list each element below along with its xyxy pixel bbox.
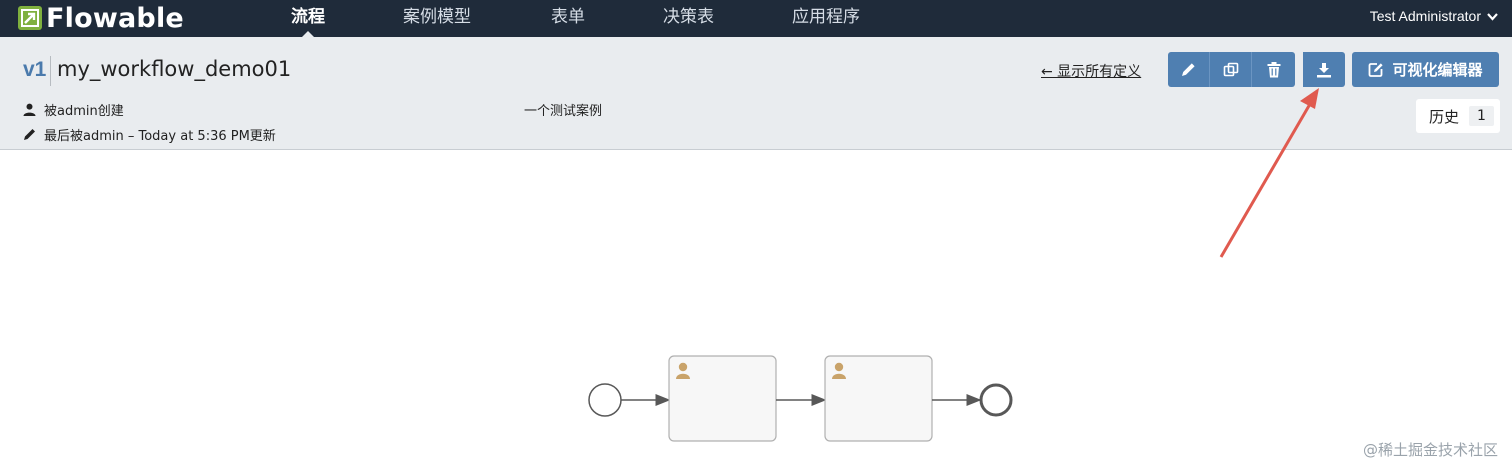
bpmn-diagram bbox=[588, 355, 1013, 442]
model-header: v1 my_workflow_demo01 被admin创建 最后被admin … bbox=[0, 37, 1512, 150]
edit-square-icon bbox=[1369, 62, 1384, 77]
history-count-badge: 1 bbox=[1469, 106, 1494, 126]
process-diagram-canvas: @稀土掘金技术社区 bbox=[0, 151, 1512, 471]
updated-by-row: 最后被admin – Today at 5:36 PM更新 bbox=[23, 125, 276, 144]
nav-item-processes[interactable]: 流程 bbox=[291, 0, 325, 38]
visual-editor-button[interactable]: 可视化编辑器 bbox=[1352, 52, 1499, 87]
edit-button[interactable] bbox=[1168, 52, 1210, 87]
user-task-icon bbox=[676, 362, 690, 379]
user-task[interactable] bbox=[668, 355, 777, 442]
updated-by-text: 最后被admin – Today at 5:36 PM更新 bbox=[44, 129, 276, 144]
user-name: Test Administrator bbox=[1369, 8, 1481, 24]
nav-item-label: 决策表 bbox=[663, 7, 714, 27]
history-button[interactable]: 历史 1 bbox=[1416, 99, 1500, 133]
model-title: my_workflow_demo01 bbox=[57, 57, 292, 81]
chevron-down-icon bbox=[1487, 12, 1498, 21]
nav-item-decision-tables[interactable]: 决策表 bbox=[663, 0, 714, 37]
model-description: 一个测试案例 bbox=[524, 104, 603, 119]
nav-item-case-models[interactable]: 案例模型 bbox=[403, 0, 471, 37]
nav-item-forms[interactable]: 表单 bbox=[551, 0, 585, 37]
nav-item-apps[interactable]: 应用程序 bbox=[792, 0, 860, 37]
user-task[interactable] bbox=[824, 355, 933, 442]
visual-editor-label: 可视化编辑器 bbox=[1392, 61, 1483, 79]
version-divider bbox=[50, 56, 51, 86]
copy-icon bbox=[1223, 62, 1238, 76]
delete-button[interactable] bbox=[1252, 52, 1295, 87]
pencil-icon bbox=[1182, 63, 1195, 76]
download-button-group bbox=[1303, 52, 1345, 87]
history-label: 历史 bbox=[1429, 107, 1460, 126]
download-button[interactable] bbox=[1303, 52, 1345, 87]
created-by-row: 被admin创建 bbox=[23, 100, 124, 119]
active-caret-icon bbox=[301, 31, 315, 38]
flowable-logo-icon bbox=[18, 6, 42, 30]
user-menu[interactable]: Test Administrator bbox=[1370, 0, 1498, 33]
watermark-text: @稀土掘金技术社区 bbox=[1362, 441, 1498, 459]
brand[interactable]: Flowable bbox=[18, 2, 184, 34]
show-all-definitions-link[interactable]: ← 显示所有定义 bbox=[1041, 64, 1142, 80]
brand-name: Flowable bbox=[46, 2, 184, 34]
download-icon bbox=[1317, 62, 1331, 77]
nav-item-label: 案例模型 bbox=[403, 7, 471, 27]
trash-icon bbox=[1267, 61, 1280, 77]
top-navbar: Flowable 流程 案例模型 表单 决策表 应用程序 Test Admini… bbox=[0, 0, 1512, 38]
user-icon bbox=[23, 103, 36, 116]
version-badge: v1 bbox=[23, 58, 47, 81]
nav-item-label: 表单 bbox=[551, 7, 585, 27]
pencil-icon bbox=[24, 129, 35, 140]
nav-item-label: 应用程序 bbox=[792, 7, 860, 27]
nav-item-label: 流程 bbox=[291, 7, 325, 27]
action-button-group bbox=[1168, 52, 1295, 87]
copy-button[interactable] bbox=[1210, 52, 1252, 87]
user-task-icon bbox=[832, 362, 846, 379]
end-event[interactable] bbox=[979, 383, 1013, 417]
created-by-text: 被admin创建 bbox=[44, 104, 124, 119]
